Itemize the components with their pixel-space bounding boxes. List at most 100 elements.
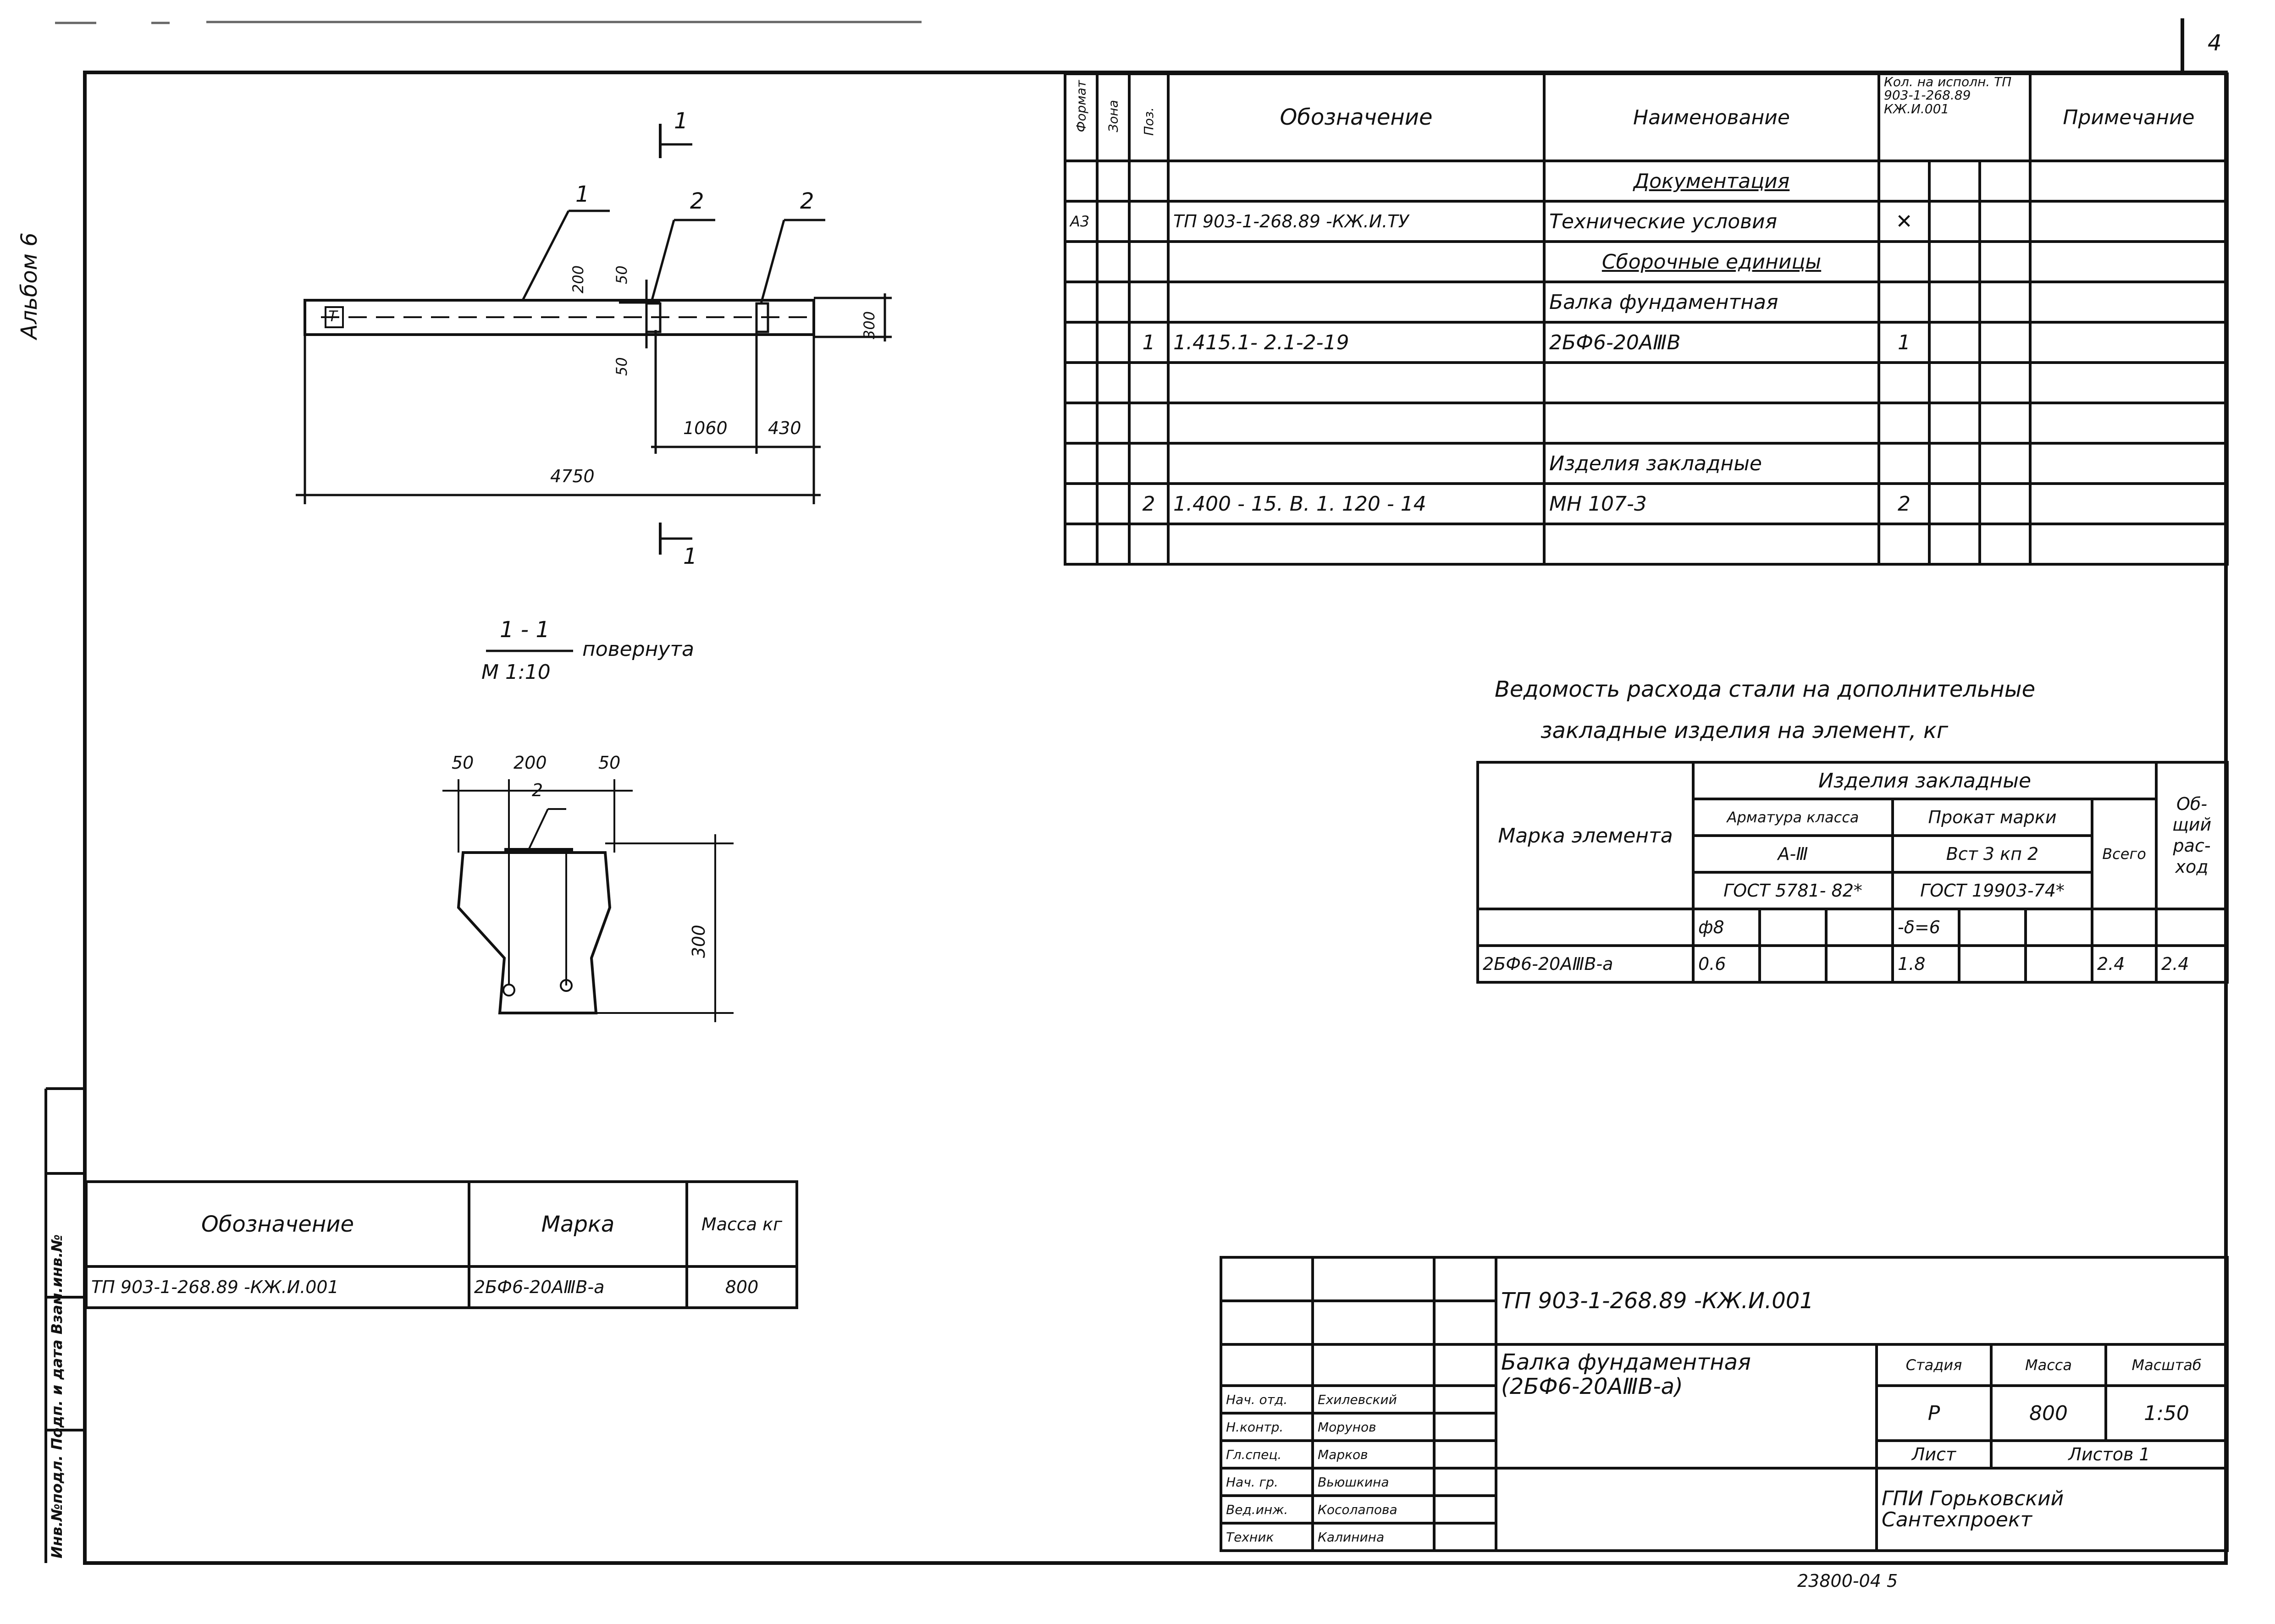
table-cell — [1096, 160, 1131, 203]
table-cell: Формат — [1064, 72, 1099, 162]
steel-table: Марка элемента Изделия закладные Об-щий … — [1476, 761, 2229, 984]
table-cell — [1128, 361, 1170, 404]
signature — [1433, 1412, 1497, 1442]
table-cell — [1220, 1299, 1314, 1346]
marking-header-designation: Обозначение — [85, 1180, 470, 1268]
steel-header-rolled-grade: Вст 3 кп 2 — [1891, 834, 2093, 874]
table-cell — [2155, 908, 2229, 947]
table-cell — [1096, 402, 1131, 445]
dim-4750: 4750 — [550, 466, 595, 486]
table-cell — [1978, 160, 2032, 203]
table-cell — [1758, 908, 1828, 947]
table-cell — [1433, 1343, 1497, 1387]
table-cell — [1433, 1256, 1497, 1302]
table-cell: Косолапова — [1311, 1494, 1436, 1525]
footer-number: 23800-04 5 — [1797, 1571, 1898, 1591]
section-position-mark: 2 — [532, 780, 543, 800]
table-cell — [1958, 908, 2027, 947]
section-dim-300: 300 — [689, 925, 709, 958]
table-cell — [1825, 944, 1894, 984]
section-scale: М 1:10 — [481, 661, 551, 684]
table-cell: Вед.инж. — [1220, 1494, 1314, 1525]
table-cell — [1064, 442, 1099, 485]
signature — [1433, 1522, 1497, 1552]
section-mark-top: 1 — [674, 108, 688, 134]
beam-cross-section — [442, 650, 734, 1022]
qty-crossed-cell: ✕ — [1877, 200, 1931, 243]
table-cell — [2090, 908, 2158, 947]
table-cell — [2029, 160, 2229, 203]
spec-header-pos: Поз. — [1141, 107, 1156, 136]
table-cell — [1928, 281, 1981, 324]
title-name-line2: (2БФ6-20АⅢВ-а) — [1501, 1373, 1683, 1399]
table-cell — [1928, 361, 1981, 404]
table-cell — [1311, 1343, 1436, 1387]
album-label: Альбом 6 — [17, 232, 42, 339]
steel-header-rebar: Арматура класса — [1692, 798, 1894, 837]
table-cell — [1543, 361, 1880, 404]
table-cell — [1064, 240, 1099, 283]
table-cell — [1476, 908, 1695, 947]
spec-row: Документация — [1064, 160, 2229, 203]
table-cell — [1928, 321, 1981, 364]
table-cell — [1128, 281, 1170, 324]
table-cell — [1543, 402, 1880, 445]
table-cell — [1928, 402, 1981, 445]
table-cell — [1167, 160, 1546, 203]
table-cell — [1928, 200, 1981, 243]
spec-row — [1064, 361, 2229, 404]
title-code: ТП 903-1-268.89 -КЖ.И.001 — [1494, 1256, 2229, 1346]
table-cell — [1220, 1256, 1314, 1302]
table-cell — [1128, 240, 1170, 283]
marker-T: Т — [328, 308, 337, 325]
table-cell — [1167, 361, 1546, 404]
page-number: 4 — [2208, 30, 2222, 56]
table-cell — [1495, 1467, 1878, 1552]
table-cell — [1128, 160, 1170, 203]
table-cell — [1978, 442, 2032, 485]
table-cell — [1096, 200, 1131, 243]
steel-title-line2: закладные изделия на элемент, кг — [1541, 718, 1949, 743]
steel-header-rolled: Прокат марки — [1891, 798, 2093, 837]
section-dim-200: 200 — [514, 753, 547, 773]
table-cell — [1064, 361, 1099, 404]
table-cell — [1978, 240, 2032, 283]
table-cell — [1167, 523, 1546, 566]
table-cell — [1928, 482, 1981, 525]
table-cell: 1 — [1877, 321, 1931, 364]
table-cell — [1064, 281, 1099, 324]
table-cell — [1928, 442, 1981, 485]
signature — [1433, 1494, 1497, 1525]
title-sheet: Лист — [1875, 1439, 1993, 1470]
table-cell — [1758, 944, 1828, 984]
spec-row — [1064, 523, 2229, 566]
table-cell — [1877, 402, 1931, 445]
steel-row-total: 2.4 — [2090, 944, 2158, 984]
spec-row: Изделия закладные — [1064, 442, 2229, 485]
title-mass: 800 — [1990, 1384, 2107, 1442]
marking-designation: ТП 903-1-268.89 -КЖ.И.001 — [85, 1265, 470, 1309]
steel-row-d8: 0.6 — [1692, 944, 1761, 984]
table-cell — [2029, 361, 2229, 404]
table-cell — [1877, 240, 1931, 283]
signature — [1433, 1439, 1497, 1470]
spec-header-row: Формат Зона Поз. Обозначение Наименовани… — [1064, 72, 2229, 162]
table-cell — [1096, 361, 1131, 404]
dim-300-height: 300 — [861, 311, 878, 339]
table-cell — [1096, 321, 1131, 364]
table-cell — [1978, 523, 2032, 566]
table-cell — [1167, 402, 1546, 445]
marking-header-mark: Марка — [468, 1180, 688, 1268]
table-cell: МН 107-3 — [1543, 482, 1880, 525]
title-header-stage: Стадия — [1875, 1343, 1993, 1387]
table-cell — [1958, 944, 2027, 984]
title-name: Балка фундаментная (2БФ6-20АⅢВ-а) — [1495, 1343, 1878, 1470]
table-cell — [1877, 160, 1931, 203]
steel-header-rebar-class: А-Ⅲ — [1692, 834, 1894, 874]
table-cell — [1096, 482, 1131, 525]
position-mark-2b: 2 — [800, 188, 814, 214]
table-cell — [1096, 240, 1131, 283]
table-cell: Зона — [1096, 72, 1131, 162]
